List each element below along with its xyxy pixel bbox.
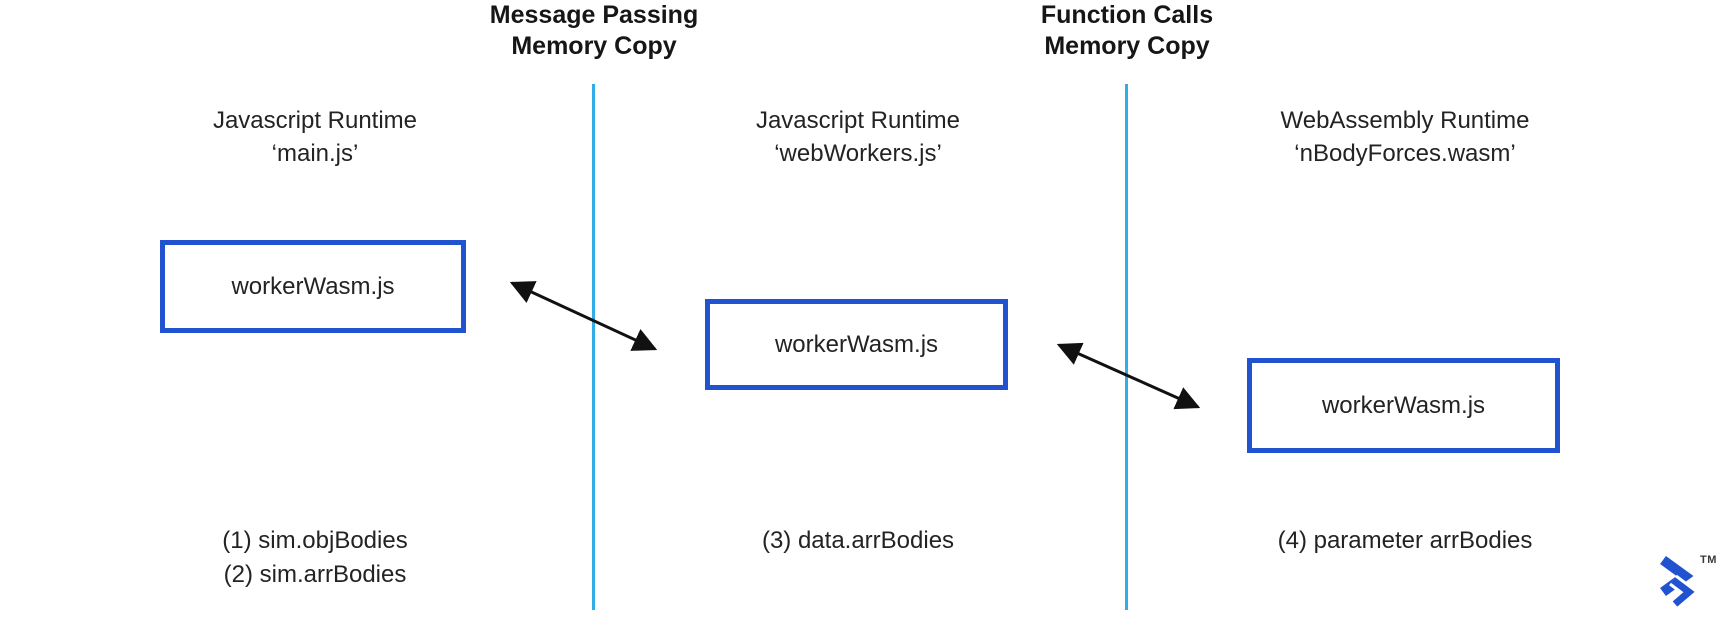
worker-box-main: workerWasm.js [160,240,466,333]
runtime-file: ‘main.js’ [271,140,359,167]
worker-box-label: workerWasm.js [774,330,939,358]
boundary-line-left [592,84,595,610]
note-webworker-column: (3) data.arrBodies [688,524,1028,558]
boundary-title-line1: Message Passing [489,1,699,29]
boundary-line-right [1125,84,1128,610]
note-line: (4) parameter arrBodies [1277,527,1533,554]
boundary-title-line2: Memory Copy [511,32,677,60]
runtime-name: Javascript Runtime [755,107,961,134]
runtime-name: WebAssembly Runtime [1280,107,1530,134]
note-line: (2) sim.arrBodies [223,561,407,588]
double-arrow-function-call [1056,342,1201,410]
runtime-label-mainjs: Javascript Runtime ‘main.js’ [145,104,485,170]
runtime-label-wasm: WebAssembly Runtime ‘nBodyForces.wasm’ [1235,104,1575,170]
runtime-label-webworkersjs: Javascript Runtime ‘webWorkers.js’ [688,104,1028,170]
note-wasm-column: (4) parameter arrBodies [1235,524,1575,558]
runtime-file: ‘webWorkers.js’ [774,140,942,167]
worker-box-label: workerWasm.js [1321,391,1486,419]
worker-box-wasm: workerWasm.js [1247,358,1560,453]
worker-box-webworker: workerWasm.js [705,299,1008,390]
boundary-title-line2: Memory Copy [1044,32,1210,60]
runtime-file: ‘nBodyForces.wasm’ [1294,140,1516,167]
note-main-column: (1) sim.objBodies (2) sim.arrBodies [145,524,485,592]
toptal-logo-icon [1660,555,1700,609]
double-arrow-message-passing [509,281,658,351]
runtime-name: Javascript Runtime [212,107,418,134]
worker-box-label: workerWasm.js [231,272,395,300]
trademark-label: TM [1700,554,1717,566]
boundary-title-message-passing: Message Passing Memory Copy [424,0,764,62]
boundary-title-function-calls: Function Calls Memory Copy [957,0,1297,62]
boundary-title-line1: Function Calls [1040,1,1214,29]
note-line: (1) sim.objBodies [222,527,408,554]
note-line: (3) data.arrBodies [761,527,955,554]
toptal-logo: TM [1656,550,1718,614]
